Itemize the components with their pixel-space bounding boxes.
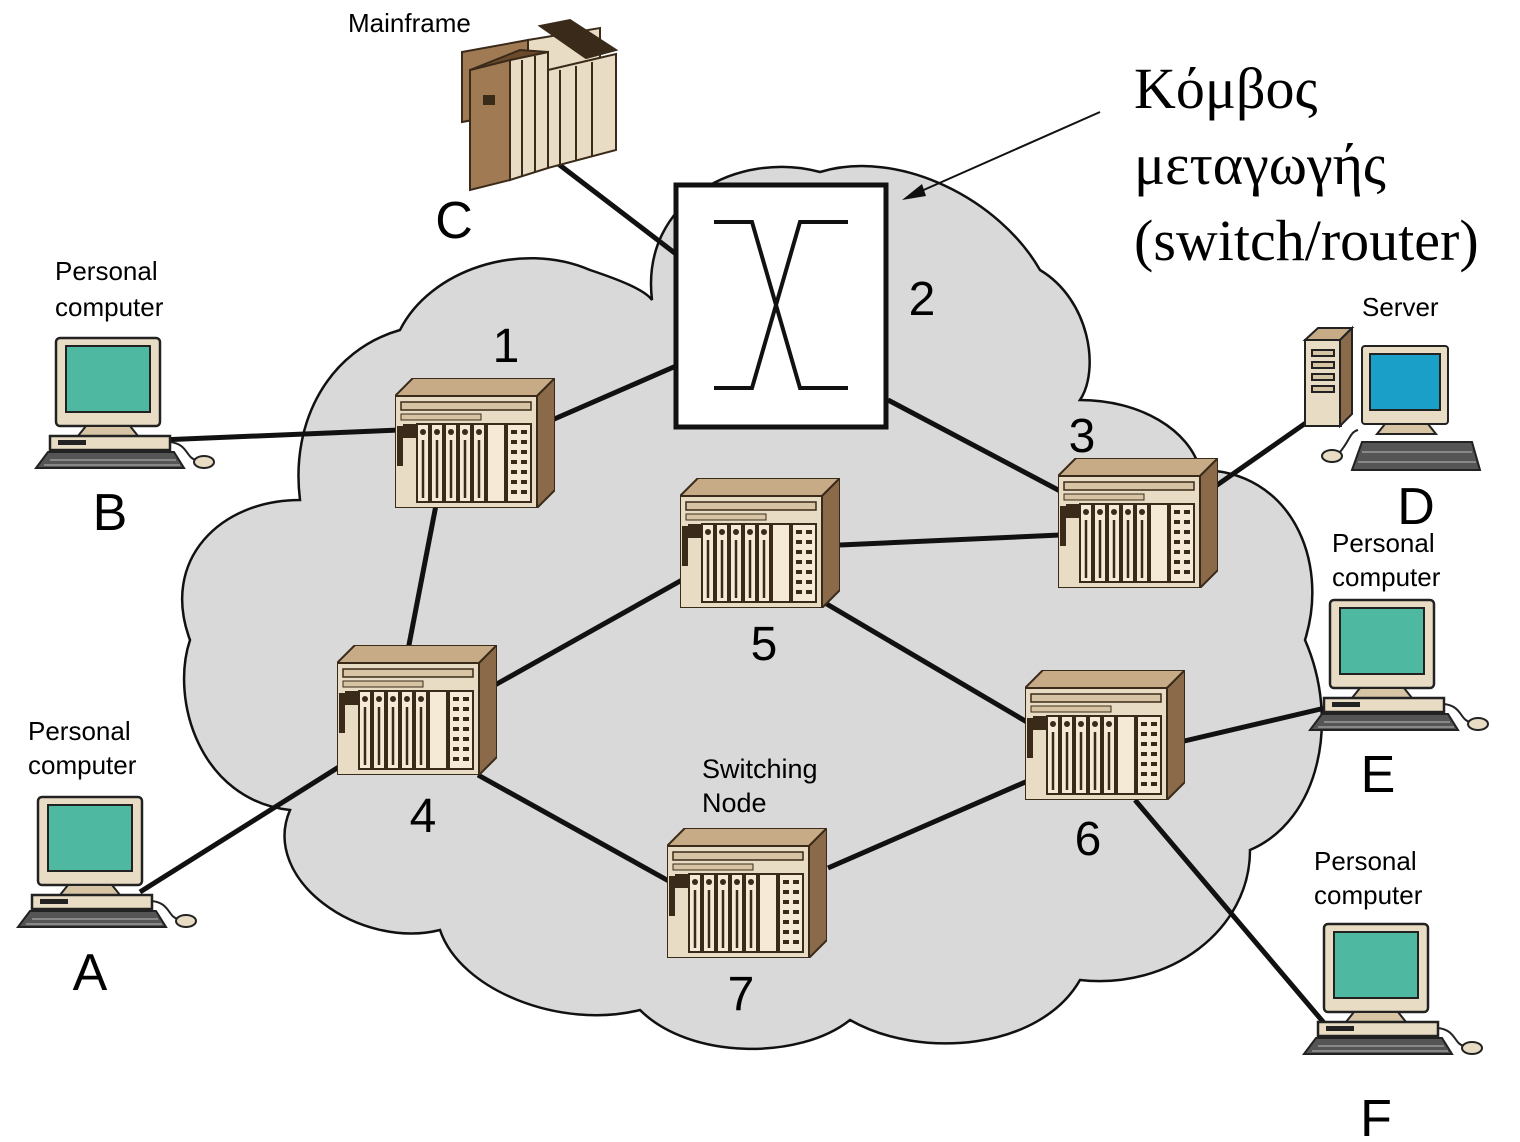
station-c-letter: C [435,192,473,250]
node-6-rack-icon [1025,670,1185,800]
station-e-type-line1: Personal [1332,528,1435,558]
node-5-rack-icon [680,478,840,608]
node-4-rack-icon [337,645,497,775]
node-4-label: 4 [410,790,437,843]
callout-line3: (switch/router) [1134,208,1479,273]
link-3-d [1208,417,1312,493]
station-b-letter: B [93,484,128,542]
link-6-e [1179,705,1326,745]
station-f-type-line2: computer [1314,880,1423,910]
link-b-1 [159,427,401,443]
station-b-type-line2: computer [55,292,164,322]
node-1-rack-icon [395,378,555,508]
station-d-letter: D [1397,478,1435,536]
station-f-letter: F [1360,1090,1392,1142]
station-c-type: Mainframe [348,8,471,38]
station-d-type: Server [1362,292,1439,322]
station-e-letter: E [1361,746,1396,804]
station-e-pc-icon [1308,598,1490,732]
station-b-type-line1: Personal [55,256,158,286]
link-5-6 [818,597,1034,728]
mainframe-icon [461,18,619,192]
station-f-pc-icon [1302,922,1484,1056]
link-a-4 [138,762,344,895]
callout-line2: μεταγωγής [1134,132,1386,197]
switching-node-label-line2: Node [702,788,767,818]
server-icon [1302,325,1482,471]
link-5-3 [839,532,1061,548]
station-e-type-line2: computer [1332,562,1441,592]
station-f-type-line1: Personal [1314,846,1417,876]
links [138,148,1332,1032]
link-2-3 [886,397,1064,495]
station-a-type-line1: Personal [28,716,131,746]
link-6-f [1133,798,1332,1032]
node-7-rack-icon [667,828,827,958]
node-6-label: 6 [1075,813,1102,866]
link-7-6 [827,777,1031,871]
node-7-label: 7 [728,968,755,1021]
callout-line1: Κόμβος [1134,56,1317,121]
station-b-pc-icon [34,336,216,470]
station-a-type-line2: computer [28,750,137,780]
callout-arrow [902,111,1101,200]
node-5-label: 5 [751,618,778,671]
node-2-switch-icon [673,182,889,430]
switching-node-label-line1: Switching [702,754,818,784]
link-c-2 [538,148,678,256]
station-a-letter: A [73,944,108,1002]
node-3-rack-icon [1058,458,1218,588]
node-3-label: 3 [1069,410,1096,463]
station-a-pc-icon [16,795,198,929]
link-4-5 [493,577,684,688]
link-4-7 [476,772,678,888]
node-2-label: 2 [909,273,936,326]
node-1-label: 1 [493,320,520,373]
link-1-2 [551,363,677,423]
link-1-4 [405,504,439,651]
